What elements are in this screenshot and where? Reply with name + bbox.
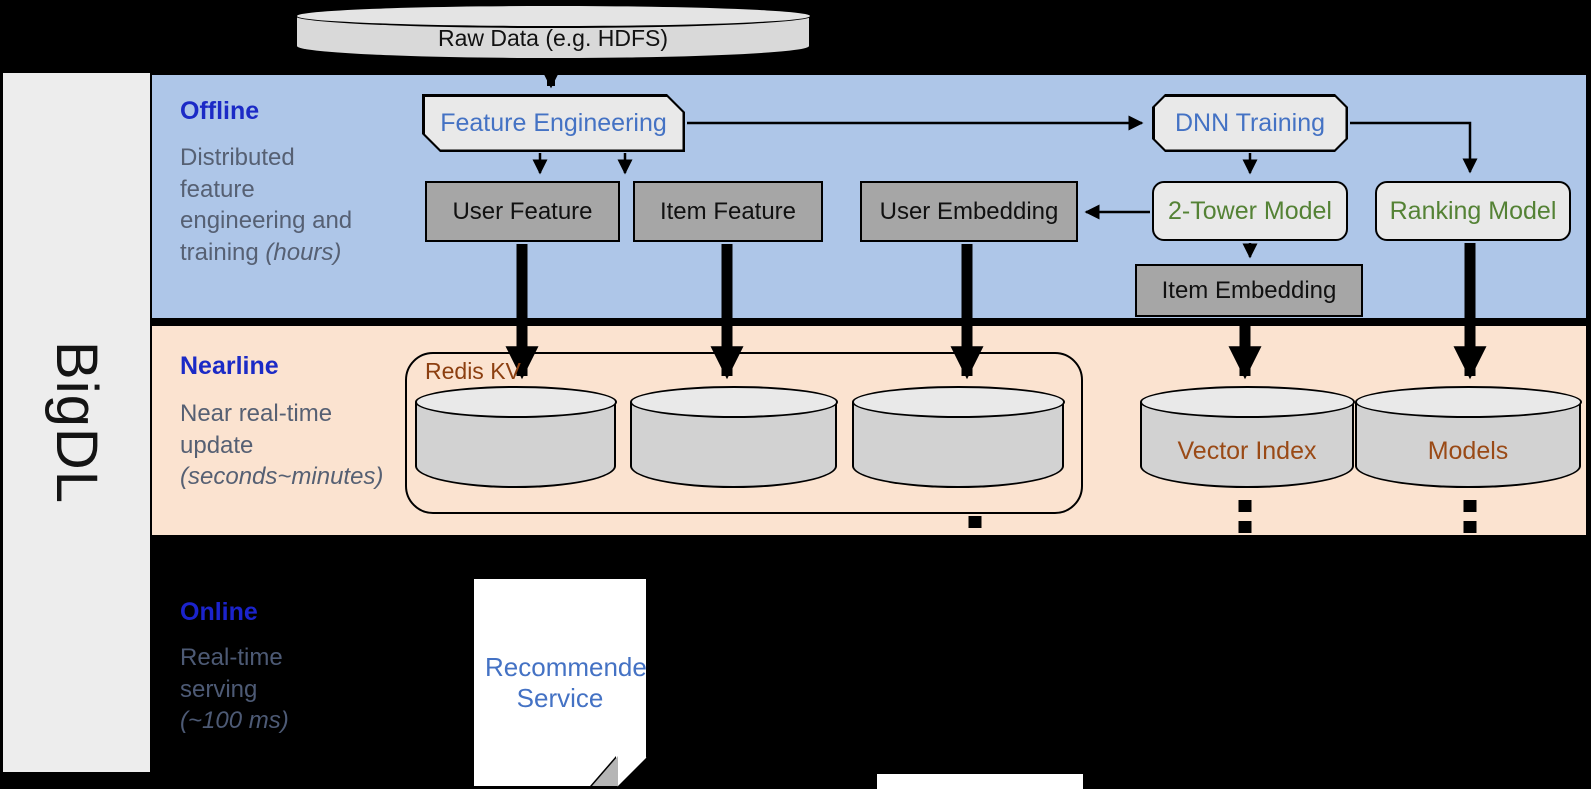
feature-service-node: Feature Service: [877, 774, 1083, 789]
feature-engineering-label: Feature Engineering: [425, 97, 683, 150]
two-tower-model-node: 2-Tower Model: [1152, 181, 1348, 241]
nearline-title: Nearline: [180, 352, 279, 380]
vector-index-label: Vector Index: [1177, 436, 1317, 465]
online-title: Online: [180, 598, 258, 626]
offline-description: Distributed feature engineering and trai…: [180, 142, 372, 269]
user-feature-node: User Feature: [425, 181, 620, 242]
ranking-model-node: Ranking Model: [1375, 181, 1571, 241]
bigdl-logo-text: BigDL: [44, 341, 110, 504]
redis-kv-container: [405, 352, 1083, 514]
recommender-service-label: Recommender Service: [485, 651, 656, 713]
models-store: Models: [1354, 386, 1582, 488]
user-embedding-node: User Embedding: [860, 181, 1078, 242]
nearline-description-text: Near real-time update: [180, 400, 333, 459]
item-embedding-node: Item Embedding: [1135, 264, 1363, 317]
dnn-training-node: DNN Training: [1152, 94, 1348, 152]
online-description-text: Real-time serving: [180, 644, 283, 703]
bigdl-brand-bar: BigDL: [3, 73, 150, 772]
raw-data-store: Raw Data (e.g. HDFS): [294, 4, 812, 60]
nearline-description-italic: (seconds~minutes): [180, 463, 384, 491]
redis-cylinder-1: [414, 386, 617, 488]
vector-index-store: Vector Index: [1139, 386, 1355, 488]
redis-kv-label: Redis KV: [425, 358, 521, 384]
offline-description-italic: (hours): [265, 239, 342, 267]
recommender-service-node: Recommender Service: [473, 578, 647, 787]
redis-cylinder-3: [851, 386, 1065, 488]
feature-engineering-node: Feature Engineering: [422, 94, 685, 152]
online-description-italic: (~100 ms): [180, 707, 289, 735]
online-description: Real-time serving (~100 ms): [180, 642, 298, 737]
models-label: Models: [1427, 436, 1509, 465]
redis-cylinder-2: [629, 386, 838, 488]
nearline-description: Near real-time update (seconds~minutes): [180, 398, 404, 493]
offline-description-text: Distributed feature engineering and trai…: [180, 144, 353, 267]
offline-title: Offline: [180, 97, 260, 125]
raw-data-label: Raw Data (e.g. HDFS): [437, 24, 669, 51]
dashed-arrowhead-feature-service: [957, 538, 993, 556]
dnn-training-label: DNN Training: [1155, 97, 1346, 150]
item-feature-node: Item Feature: [633, 181, 823, 242]
